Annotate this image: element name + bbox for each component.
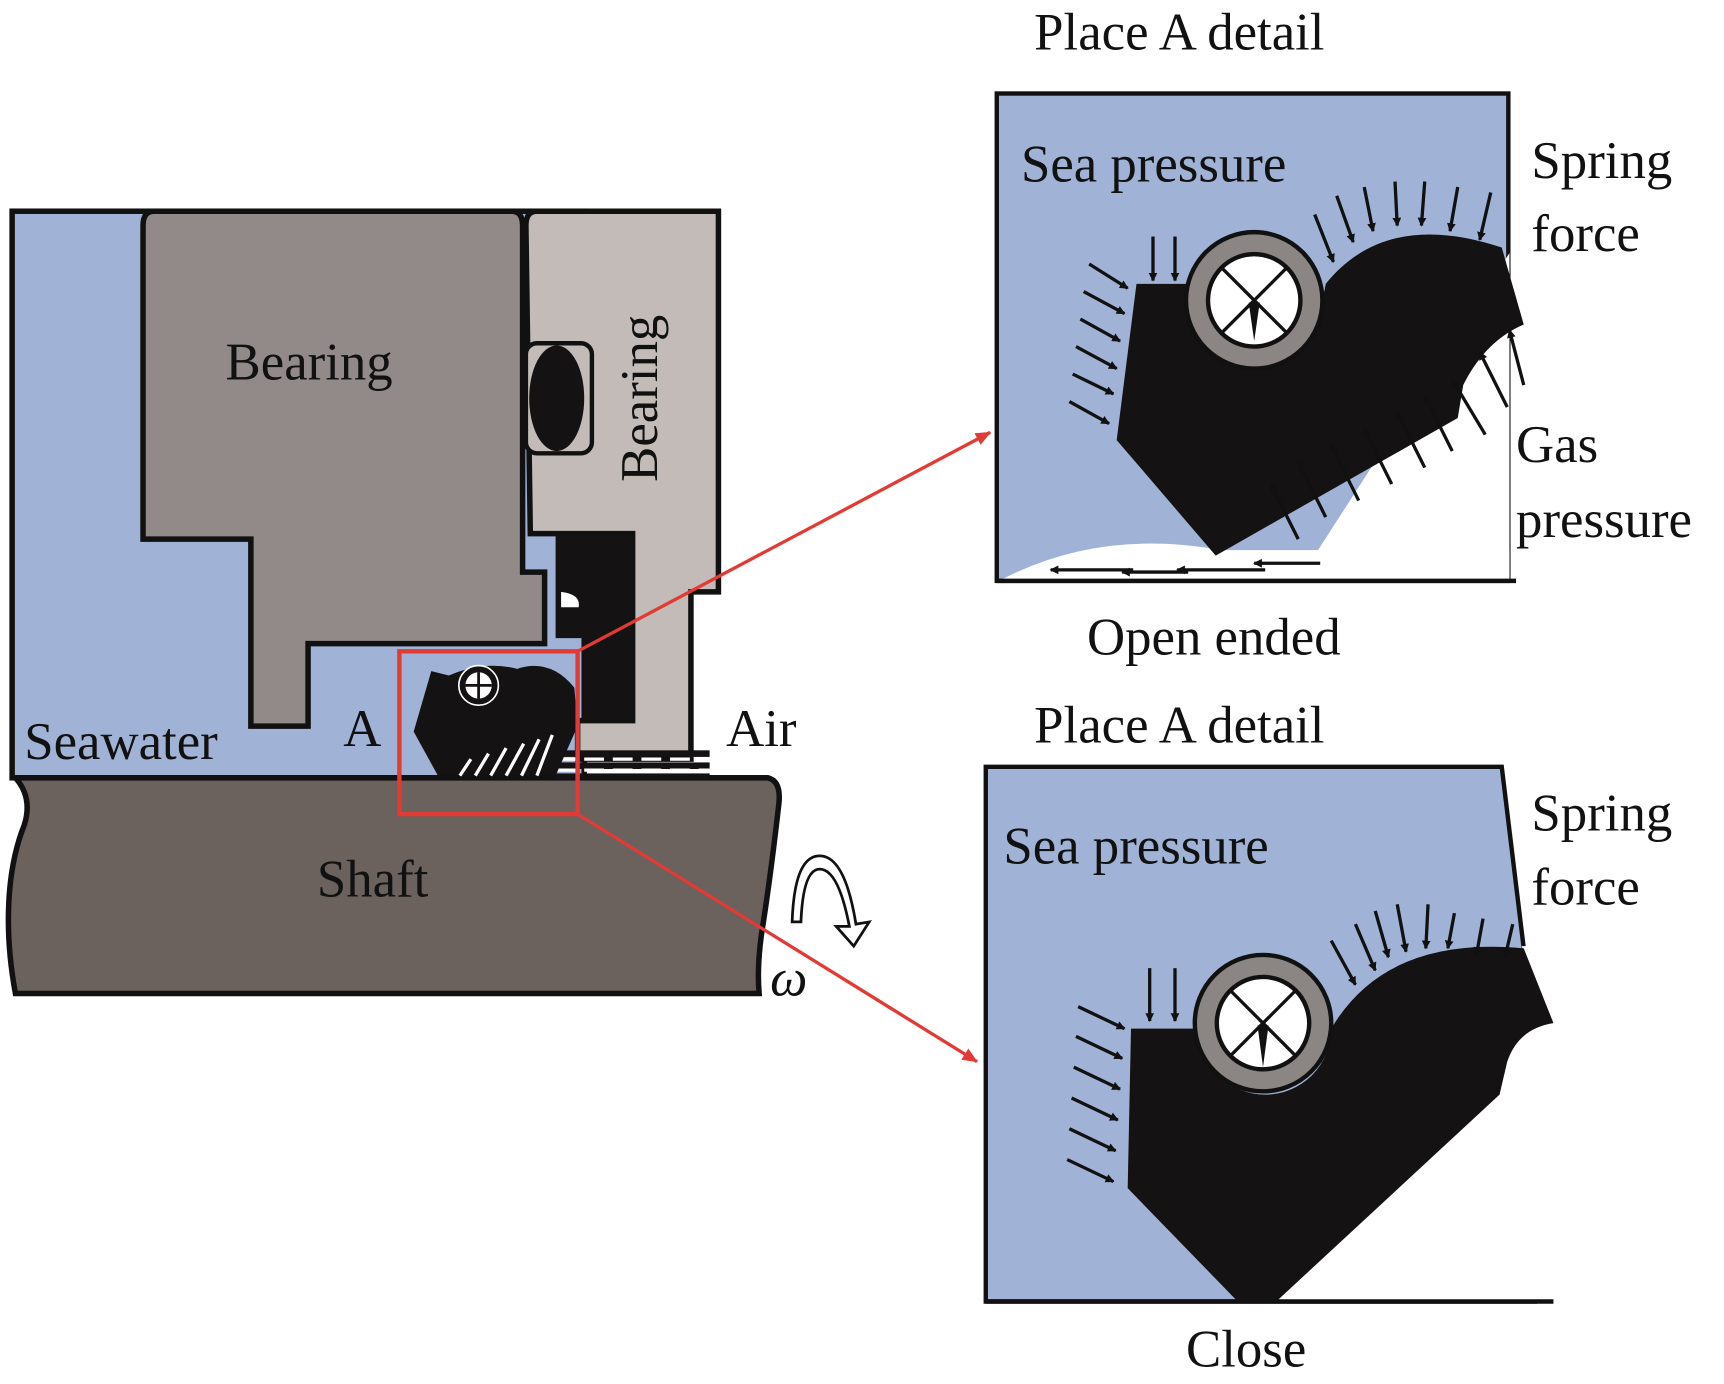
detail-open-ended: Place A detail — [994, 4, 1692, 667]
detail-open-spring-2: force — [1531, 205, 1639, 263]
detail-close-sea-pressure: Sea pressure — [1003, 818, 1268, 876]
label-shaft: Shaft — [317, 851, 429, 909]
detail-close-spring-1: Spring — [1531, 785, 1672, 843]
detail-open-caption: Open ended — [1087, 609, 1341, 667]
rotation-arrow-icon — [790, 854, 872, 949]
detail-open-seal — [1116, 234, 1524, 556]
detail-close-title: Place A detail — [1034, 697, 1324, 755]
lip-seal — [413, 664, 578, 777]
detail-highlight-box — [397, 649, 580, 817]
shaft — [5, 775, 782, 997]
seal-insert — [555, 533, 633, 721]
bearing-left — [140, 208, 548, 729]
leader-line-bottom — [576, 812, 978, 1064]
detail-close-spring-2: force — [1531, 858, 1639, 916]
detail-close-caption: Close — [1186, 1320, 1306, 1378]
label-bearing-left: Bearing — [226, 334, 393, 392]
labyrinth-lines — [555, 750, 710, 779]
detail-open-gas-2: pressure — [1516, 491, 1692, 549]
label-bearing-right: Bearing — [611, 315, 669, 482]
label-omega: ω — [770, 950, 807, 1008]
main-cross-section: Bearing Bearing Seawater A Air Shaft ω — [5, 208, 992, 1064]
leader-line-top — [576, 430, 992, 653]
detail-open-gas-1: Gas — [1516, 416, 1598, 474]
label-region-a: A — [343, 700, 381, 758]
gas-pressure-arrows-open — [1049, 328, 1526, 577]
o-ring — [529, 345, 585, 452]
detail-open-sea-pressure: Sea pressure — [1021, 136, 1286, 194]
label-air: Air — [726, 700, 797, 758]
detail-close-seal — [1127, 946, 1554, 1302]
label-seawater: Seawater — [24, 713, 218, 771]
sea-pressure-arrows-open — [1068, 181, 1493, 426]
sea-pressure-arrows-close — [1066, 904, 1515, 1184]
detail-open-title: Place A detail — [1034, 4, 1324, 62]
detail-open-spring-1: Spring — [1531, 132, 1672, 190]
detail-close: Place A detail — [983, 697, 1672, 1378]
